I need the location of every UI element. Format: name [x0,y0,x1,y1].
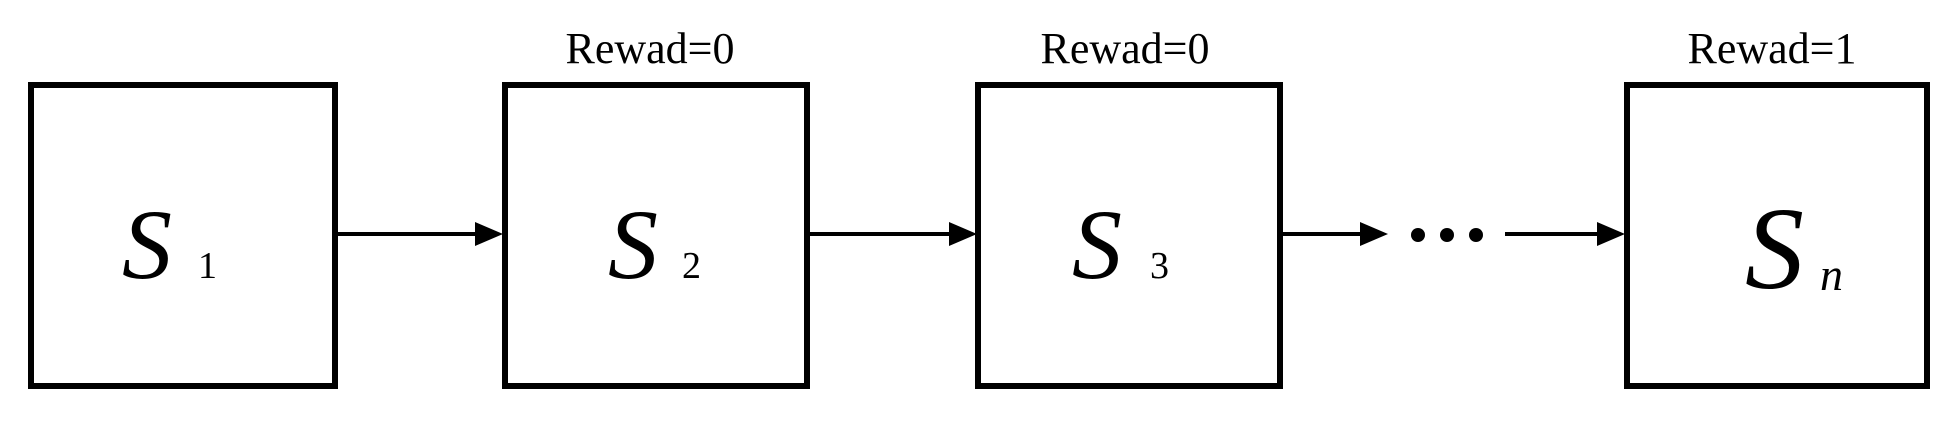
state-letter-s3: S [1072,189,1122,300]
state-letter-sn: S [1745,183,1804,314]
reward-label-sn: Rewad=1 [1688,24,1857,73]
reward-label-s3: Rewad=0 [1041,24,1210,73]
state-box-sn: S n [1624,82,1930,389]
state-box-s3: S 3 [975,82,1283,389]
state-subscript-s3: 3 [1150,245,1169,287]
state-subscript-s1: 1 [198,245,217,287]
arrow-s1-to-s2 [338,222,503,246]
ellipsis-icon [1411,228,1483,242]
state-subscript-sn: n [1820,249,1843,300]
state-letter-s2: S [608,189,658,300]
state-box-s1: S 1 [28,82,338,389]
state-letter-s1: S [122,189,172,300]
arrow-s2-to-s3 [810,222,977,246]
state-subscript-s2: 2 [682,245,701,287]
arrow-ellipsis-to-sn [1505,222,1625,246]
reward-label-s2: Rewad=0 [566,24,735,73]
state-box-s2: S 2 [502,82,810,389]
arrow-s3-to-ellipsis [1283,222,1388,246]
